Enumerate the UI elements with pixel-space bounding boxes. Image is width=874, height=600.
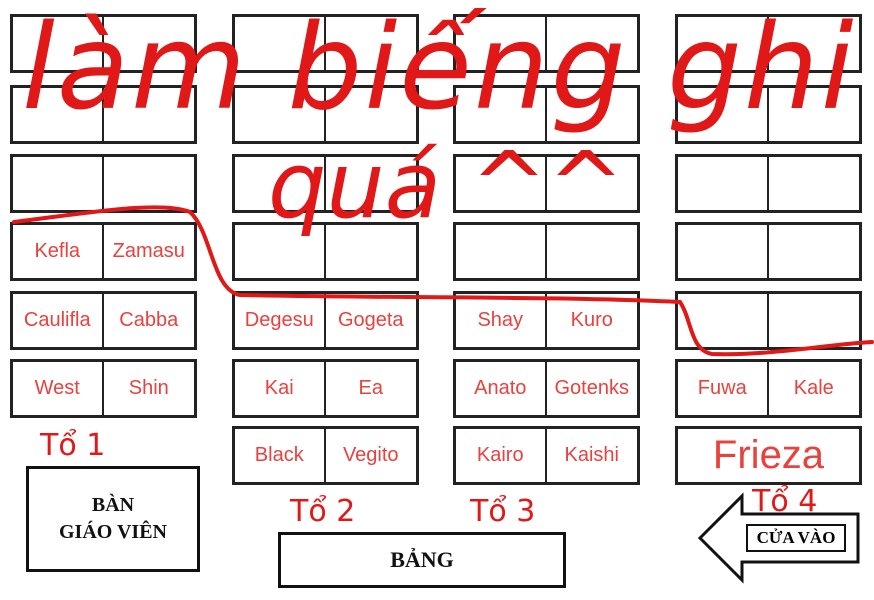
desk: Frieza [675, 426, 862, 485]
group-label-4: Tổ 4 [752, 484, 818, 519]
desk [232, 14, 419, 73]
student-name: Kale [793, 377, 834, 399]
desk: Degesu Gogeta [232, 291, 419, 350]
student-name: Shin [128, 377, 169, 399]
seat-right: Vegito [326, 429, 417, 482]
student-name: West [34, 377, 80, 399]
student-name: Gogeta [337, 309, 404, 331]
desk [453, 154, 640, 213]
desk: Kairo Kaishi [453, 426, 640, 485]
seat-left [678, 225, 769, 278]
scribble-line-2: quá ^^ [268, 132, 625, 239]
seat-left [13, 157, 104, 210]
desk [675, 14, 862, 73]
student-name: Fuwa [697, 377, 747, 399]
student-name: Black [254, 444, 304, 466]
student-name: Zamasu [112, 240, 185, 262]
seat-left [456, 17, 547, 70]
board: BẢNG [278, 532, 566, 588]
seat-right: Shin [104, 362, 195, 415]
seat-right: Gogeta [326, 294, 417, 347]
entrance-label: CỬA VÀO [746, 524, 846, 552]
desk: Fuwa Kale [675, 359, 862, 418]
desk [675, 291, 862, 350]
desk [10, 85, 197, 144]
student-name: Ea [358, 377, 383, 399]
seat-left [678, 157, 769, 210]
student-name: Caulifla [23, 309, 91, 331]
desk [453, 14, 640, 73]
desk: Black Vegito [232, 426, 419, 485]
seat-left [235, 88, 326, 141]
student-name: Kuro [570, 309, 613, 331]
seat-right: Gotenks [547, 362, 638, 415]
seat-right: Kaishi [547, 429, 638, 482]
desk: West Shin [10, 359, 197, 418]
student-name: Cabba [119, 309, 179, 331]
seat-left: Kefla [13, 225, 104, 278]
student-name: Kairo [476, 444, 524, 466]
desk [675, 222, 862, 281]
desk [232, 85, 419, 144]
desk [10, 14, 197, 73]
seat-right [769, 294, 860, 347]
seat-left [678, 88, 769, 141]
seat-left [678, 294, 769, 347]
desk [675, 85, 862, 144]
student-name: Vegito [342, 444, 399, 466]
student-name: Kefla [34, 240, 81, 262]
seat-left: Fuwa [678, 362, 769, 415]
seat-left [13, 88, 104, 141]
seat-left: Degesu [235, 294, 326, 347]
desk: Anato Gotenks [453, 359, 640, 418]
seat-left [678, 17, 769, 70]
seat-right [769, 225, 860, 278]
student-name: Degesu [244, 309, 314, 331]
desk: Kefla Zamasu [10, 222, 197, 281]
seat-left: Kai [235, 362, 326, 415]
seat-right: Cabba [104, 294, 195, 347]
seat-right [104, 157, 195, 210]
seat-right: Kale [769, 362, 860, 415]
seat-left: Caulifla [13, 294, 104, 347]
seat-left [13, 17, 104, 70]
seat-left [456, 88, 547, 141]
group-label-3: Tổ 3 [470, 494, 536, 529]
group-label-2: Tổ 2 [290, 494, 356, 529]
student-name: Shay [477, 309, 524, 331]
desk: Shay Kuro [453, 291, 640, 350]
seat-left: Anato [456, 362, 547, 415]
desk: Caulifla Cabba [10, 291, 197, 350]
desk [453, 85, 640, 144]
seat-left: West [13, 362, 104, 415]
seat-left [456, 157, 547, 210]
student-name: Frieza [712, 433, 825, 477]
desk [675, 154, 862, 213]
student-name: Kaishi [564, 444, 619, 466]
student-name: Kai [264, 377, 294, 399]
student-name: Anato [474, 377, 527, 399]
seat-right: Ea [326, 362, 417, 415]
desk [10, 154, 197, 213]
scribble-line-1: làm biếng ghi [22, 0, 856, 136]
seat-right [769, 157, 860, 210]
seat-right: Zamasu [104, 225, 195, 278]
seat-left [235, 157, 326, 210]
desk: Kai Ea [232, 359, 419, 418]
student-name: Gotenks [554, 377, 629, 399]
seat-left: Kairo [456, 429, 547, 482]
seat-left [235, 17, 326, 70]
group-label-1: Tổ 1 [40, 428, 106, 463]
seat-left: Shay [456, 294, 547, 347]
seat-left: Black [235, 429, 326, 482]
seat-right: Kuro [547, 294, 638, 347]
